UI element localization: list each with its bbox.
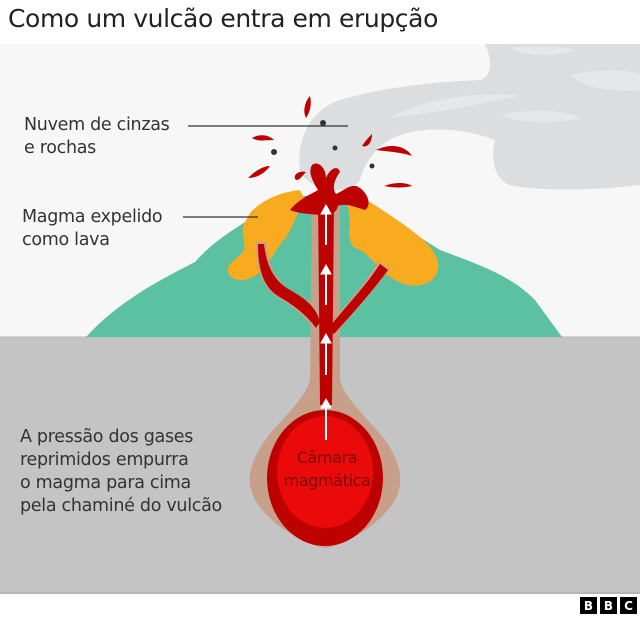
- magma-branches: [258, 244, 388, 334]
- page-title: Como um vulcão entra em erupção: [8, 4, 438, 33]
- magma-chamber: [267, 410, 383, 546]
- ash-cloud: [299, 44, 640, 191]
- label-ash-cloud: Nuvem de cinzas e rochas: [24, 115, 170, 158]
- bbc-logo-letter: C: [620, 597, 637, 614]
- label-lava: Magma expelido como lava: [22, 207, 163, 250]
- bbc-logo-letter: B: [580, 597, 597, 614]
- volcano-diagram: [0, 44, 640, 594]
- lava-flows: [227, 190, 439, 286]
- bbc-logo: B B C: [580, 597, 637, 614]
- footer: [0, 594, 640, 617]
- upward-arrows: [320, 203, 332, 440]
- label-magma-chamber: Câmara magmática: [283, 448, 371, 490]
- label-pressure: A pressão dos gases reprimidos empurra o…: [20, 427, 222, 516]
- bbc-logo-letter: B: [600, 597, 617, 614]
- eruption-splash: [248, 96, 412, 215]
- rocks: [271, 120, 375, 169]
